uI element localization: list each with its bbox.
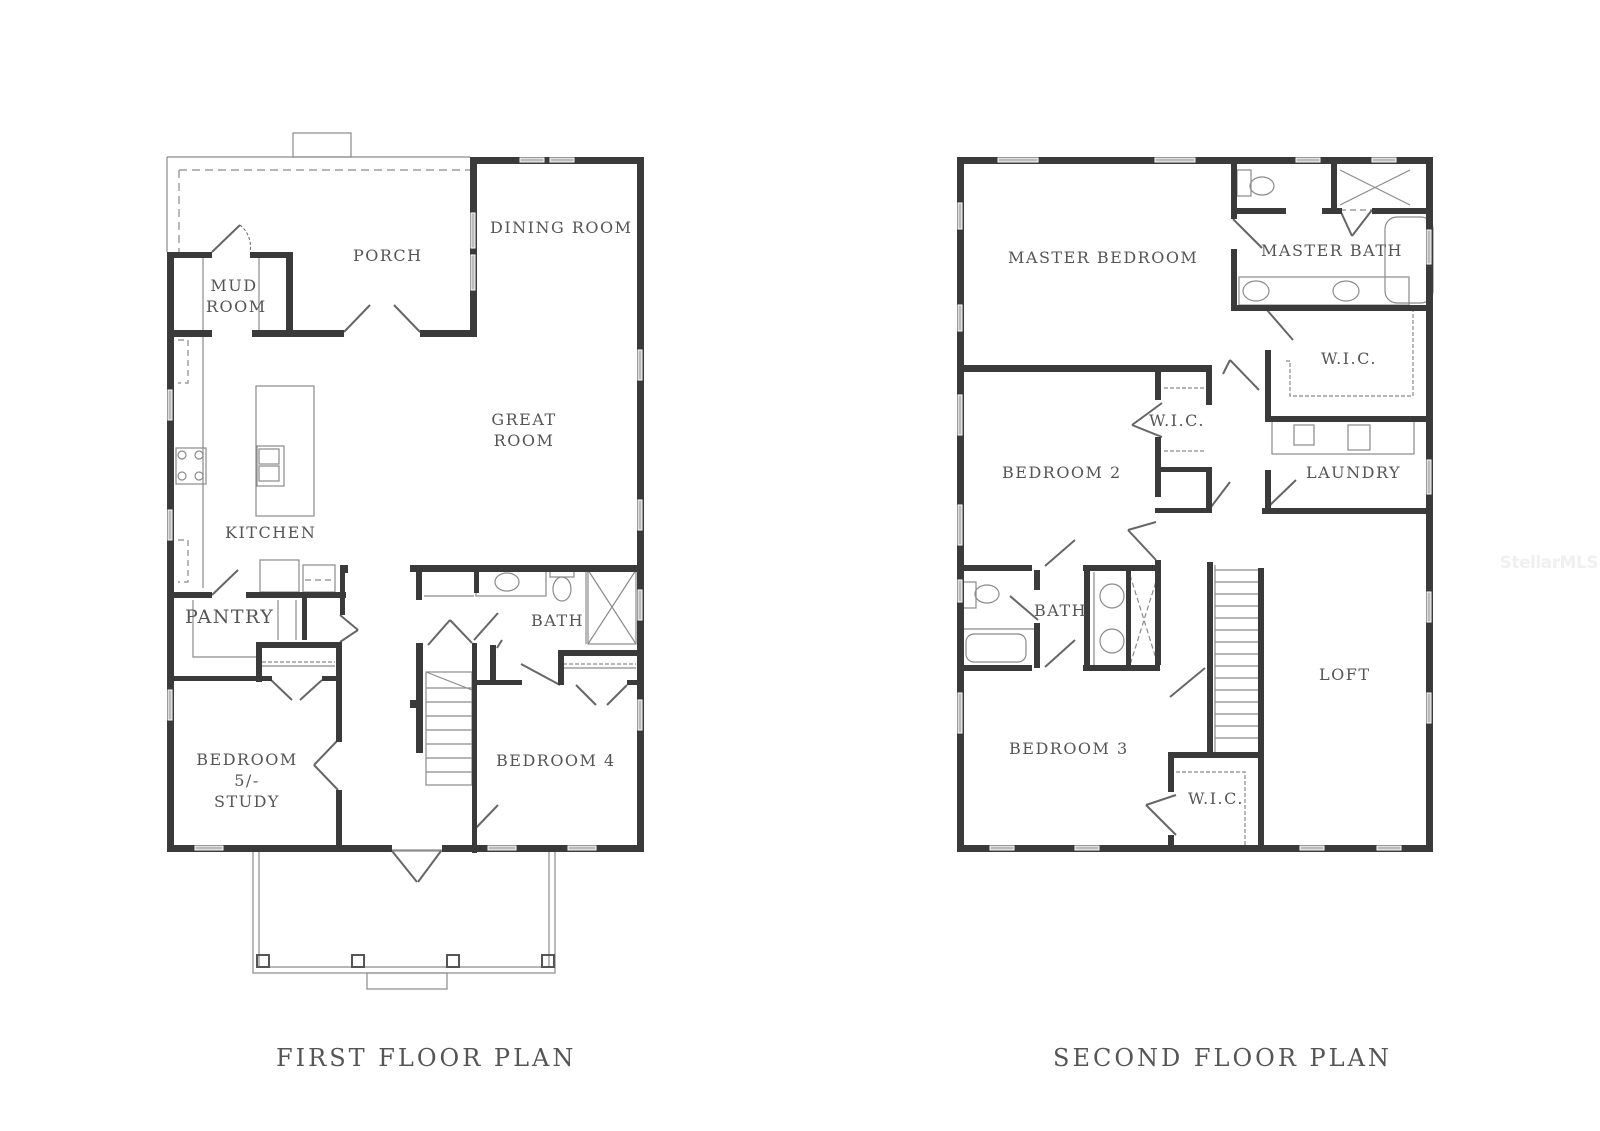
- room-label-pantry: PANTRY: [185, 606, 275, 628]
- room-label-bedroom-2: BEDROOM 2: [1002, 463, 1122, 482]
- room-label-wic-master: W.I.C.: [1321, 349, 1377, 368]
- room-label-mud-room: MUD ROOM: [206, 276, 267, 316]
- room-label-kitchen: KITCHEN: [225, 523, 317, 542]
- room-label-wic-bedroom-3: W.I.C.: [1188, 789, 1244, 808]
- first-floor-plan-title: FIRST FLOOR PLAN: [276, 1044, 577, 1072]
- room-label-bedroom-3: BEDROOM 3: [1009, 739, 1129, 758]
- room-label-bedroom-4: BEDROOM 4: [496, 751, 616, 770]
- room-label-master-bedroom: MASTER BEDROOM: [1008, 248, 1199, 267]
- room-label-wic-bedroom-2: W.I.C.: [1149, 411, 1205, 430]
- room-label-bath-2: BATH: [1034, 601, 1088, 620]
- room-label-great-room: GREAT ROOM: [491, 410, 557, 450]
- room-label-loft: LOFT: [1319, 665, 1371, 684]
- second-floor-plan-title: SECOND FLOOR PLAN: [1053, 1044, 1392, 1072]
- room-label-laundry: LAUNDRY: [1306, 463, 1402, 482]
- room-label-dining-room: DINING ROOM: [490, 218, 633, 237]
- watermark: StellarMLS: [1499, 553, 1599, 573]
- room-label-porch: PORCH: [353, 246, 423, 265]
- room-label-bath: BATH: [531, 611, 585, 630]
- room-label-bedroom-5-study: BEDROOM 5/- STUDY: [196, 750, 298, 811]
- room-label-master-bath: MASTER BATH: [1261, 241, 1403, 260]
